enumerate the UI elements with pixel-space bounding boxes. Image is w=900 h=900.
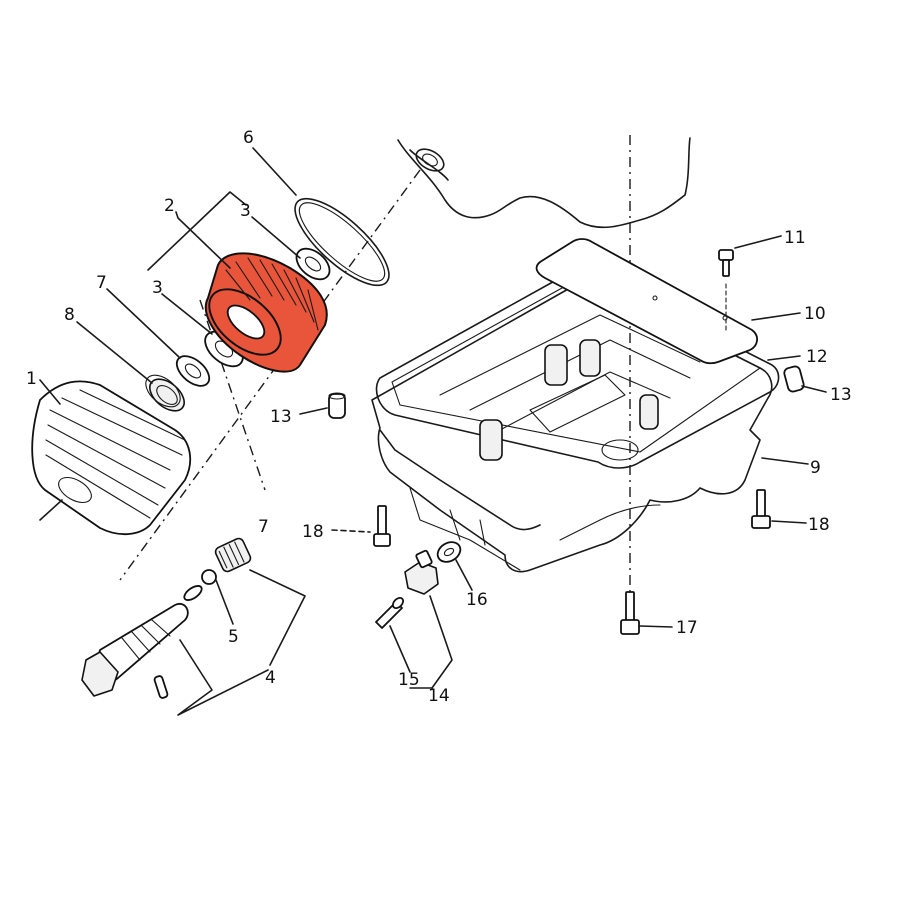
callout-18a: 18 bbox=[302, 522, 324, 542]
engine-crankcase-outline bbox=[397, 137, 691, 229]
callout-15: 15 bbox=[398, 670, 420, 690]
center-bolt-part bbox=[81, 602, 189, 697]
pan-bolt-left-part bbox=[373, 505, 391, 547]
callout-10: 10 bbox=[804, 304, 826, 324]
callout-labels: 1 2 3 3 4 5 6 7 7 8 9 10 11 12 13 13 14 … bbox=[26, 128, 852, 706]
washer-upper-part bbox=[295, 247, 331, 281]
baffle-bolt-part bbox=[718, 249, 734, 277]
callout-7a: 7 bbox=[96, 273, 107, 293]
callout-13a: 13 bbox=[270, 407, 292, 427]
callout-11: 11 bbox=[784, 228, 806, 248]
oil-pan-gasket-part bbox=[375, 272, 780, 469]
pan-bolt-right-part bbox=[751, 489, 771, 529]
drain-plug-gasket-part bbox=[436, 541, 462, 563]
spacer-washer-part bbox=[175, 355, 211, 387]
callout-6: 6 bbox=[243, 128, 254, 148]
relief-valve-washer-part bbox=[183, 585, 203, 601]
oil-pan-inner-ribs bbox=[439, 314, 701, 461]
callout-7b: 7 bbox=[258, 517, 269, 537]
callout-17: 17 bbox=[676, 618, 698, 638]
relief-valve-spring-part bbox=[214, 537, 252, 573]
dowel-pin-left-part bbox=[328, 392, 346, 419]
callout-3b: 3 bbox=[152, 278, 163, 298]
callout-3a: 3 bbox=[240, 201, 251, 221]
callout-2: 2 bbox=[164, 196, 175, 216]
dowel-pin-right-part bbox=[783, 365, 805, 393]
spring-ring-part bbox=[145, 374, 185, 412]
callout-13b: 13 bbox=[830, 385, 852, 405]
callout-12: 12 bbox=[806, 347, 828, 367]
oil-baffle-plate-part bbox=[535, 238, 758, 365]
callout-5: 5 bbox=[228, 627, 239, 647]
long-bolt-part bbox=[620, 591, 640, 635]
drain-plug-part bbox=[404, 549, 439, 595]
oil-filter-element-highlighted bbox=[204, 252, 328, 373]
o-ring-part bbox=[294, 197, 390, 287]
callout-leader-lines bbox=[39, 147, 827, 716]
relief-valve-ball-part bbox=[201, 569, 217, 585]
assembly-axes bbox=[119, 135, 631, 600]
relief-valve-pin-part bbox=[153, 675, 169, 699]
oil-filter-cover-part bbox=[31, 380, 192, 535]
callout-4: 4 bbox=[265, 668, 276, 688]
small-screw-part bbox=[375, 597, 404, 629]
callout-18b: 18 bbox=[808, 515, 830, 535]
oil-pan-part bbox=[371, 282, 773, 573]
callout-1: 1 bbox=[26, 369, 37, 389]
callout-8: 8 bbox=[64, 305, 75, 325]
callout-14: 14 bbox=[428, 686, 450, 706]
callout-9: 9 bbox=[810, 458, 821, 478]
callout-16: 16 bbox=[466, 590, 488, 610]
